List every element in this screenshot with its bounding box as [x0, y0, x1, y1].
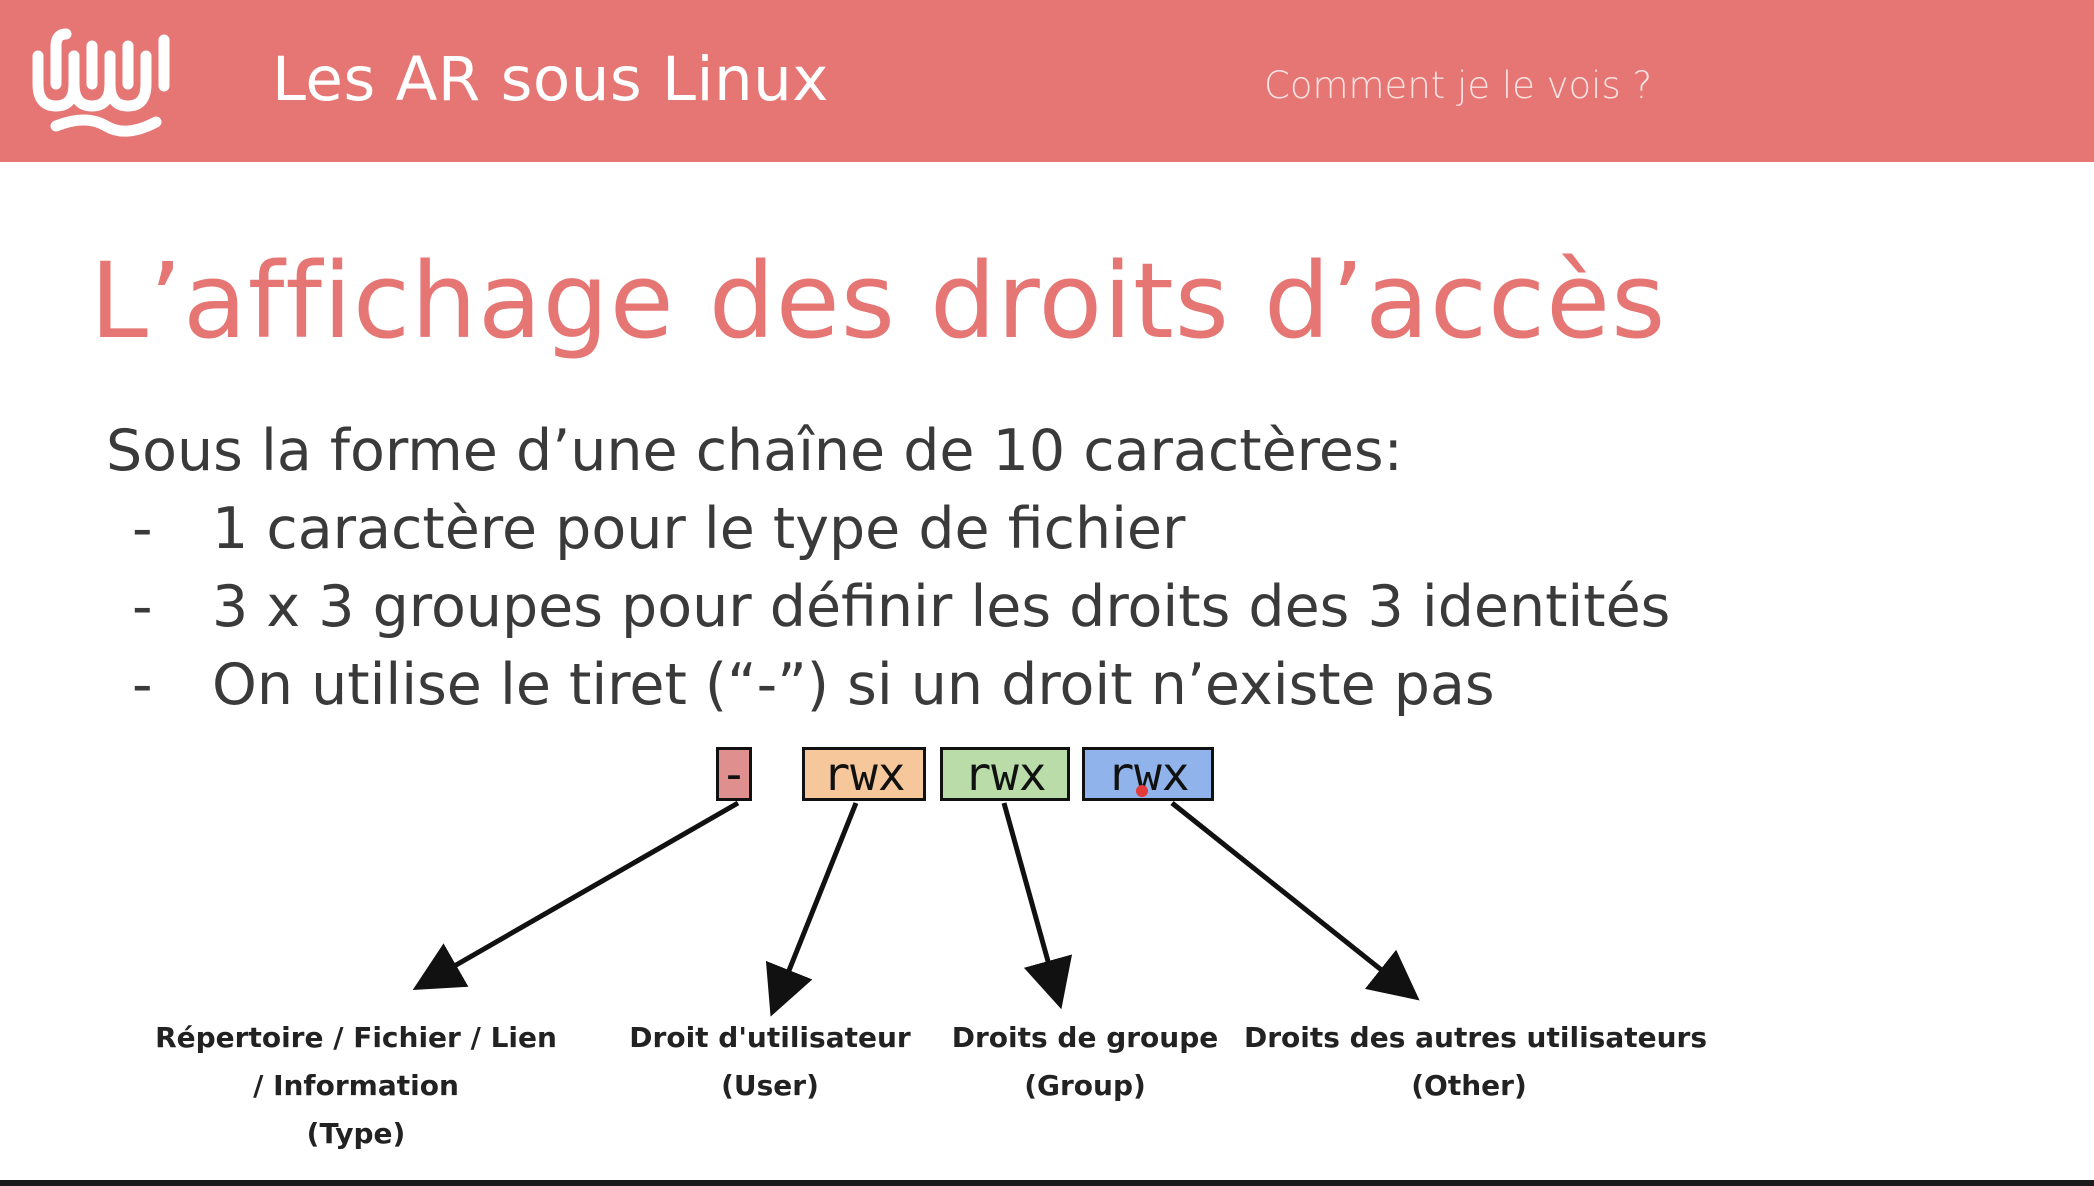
arrow-type — [412, 800, 740, 990]
bullet-text: On utilise le tiret (“-”) si un droit n’… — [212, 652, 1495, 718]
label-other-line1: Droits des autres utilisateurs — [1244, 1021, 1708, 1054]
pointer-dot — [1136, 785, 1148, 797]
label-group-line2: (Group) — [1024, 1069, 1146, 1102]
label-type-line3: (Type) — [306, 1117, 406, 1150]
bullet-dash: - — [132, 574, 153, 640]
label-type-line2: / Information — [253, 1069, 459, 1102]
label-user: Droit d'utilisateur (User) — [620, 1014, 920, 1110]
header-title: Les AR sous Linux — [272, 44, 829, 115]
label-type-line1: Répertoire / Fichier / Lien — [155, 1021, 557, 1054]
other-perm-box: rwx — [1082, 747, 1214, 801]
label-user-line1: Droit d'utilisateur — [629, 1021, 911, 1054]
bullet-item: -On utilise le tiret (“-”) si un droit n… — [132, 652, 1495, 718]
slide-title: L’affichage des droits d’accès — [90, 240, 1667, 362]
label-other-line2: (Other) — [1411, 1069, 1527, 1102]
bullet-text: 1 caractère pour le type de fichier — [212, 496, 1186, 562]
brand-logo-icon — [32, 28, 170, 137]
header-subtitle: Comment je le vois ? — [1264, 64, 1653, 107]
bottom-bar — [0, 1180, 2094, 1186]
bullet-item: -1 caractère pour le type de fichier — [132, 496, 1185, 562]
bullet-item: -3 x 3 groupes pour définir les droits d… — [132, 574, 1670, 640]
intro-text: Sous la forme d’une chaîne de 10 caractè… — [106, 418, 1403, 484]
user-perm-box: rwx — [802, 747, 926, 801]
slide-header: Les AR sous Linux Comment je le vois ? — [0, 0, 2094, 162]
label-other: Droits des autres utilisateurs (Other) — [1244, 1014, 1708, 1110]
arrow-user — [765, 802, 859, 1017]
label-group: Droits de groupe (Group) — [940, 1014, 1230, 1110]
bullet-dash: - — [132, 496, 153, 562]
label-group-line1: Droits de groupe — [951, 1021, 1219, 1054]
label-user-line2: (User) — [721, 1069, 819, 1102]
arrow-group — [1001, 802, 1073, 1010]
label-type: Répertoire / Fichier / Lien / Informatio… — [146, 1014, 566, 1158]
type-char-box: - — [716, 747, 752, 801]
group-perm-box: rwx — [940, 747, 1070, 801]
bullet-text: 3 x 3 groupes pour définir les droits de… — [212, 574, 1671, 640]
bullet-dash: - — [132, 652, 153, 718]
arrow-other — [1170, 801, 1420, 1001]
